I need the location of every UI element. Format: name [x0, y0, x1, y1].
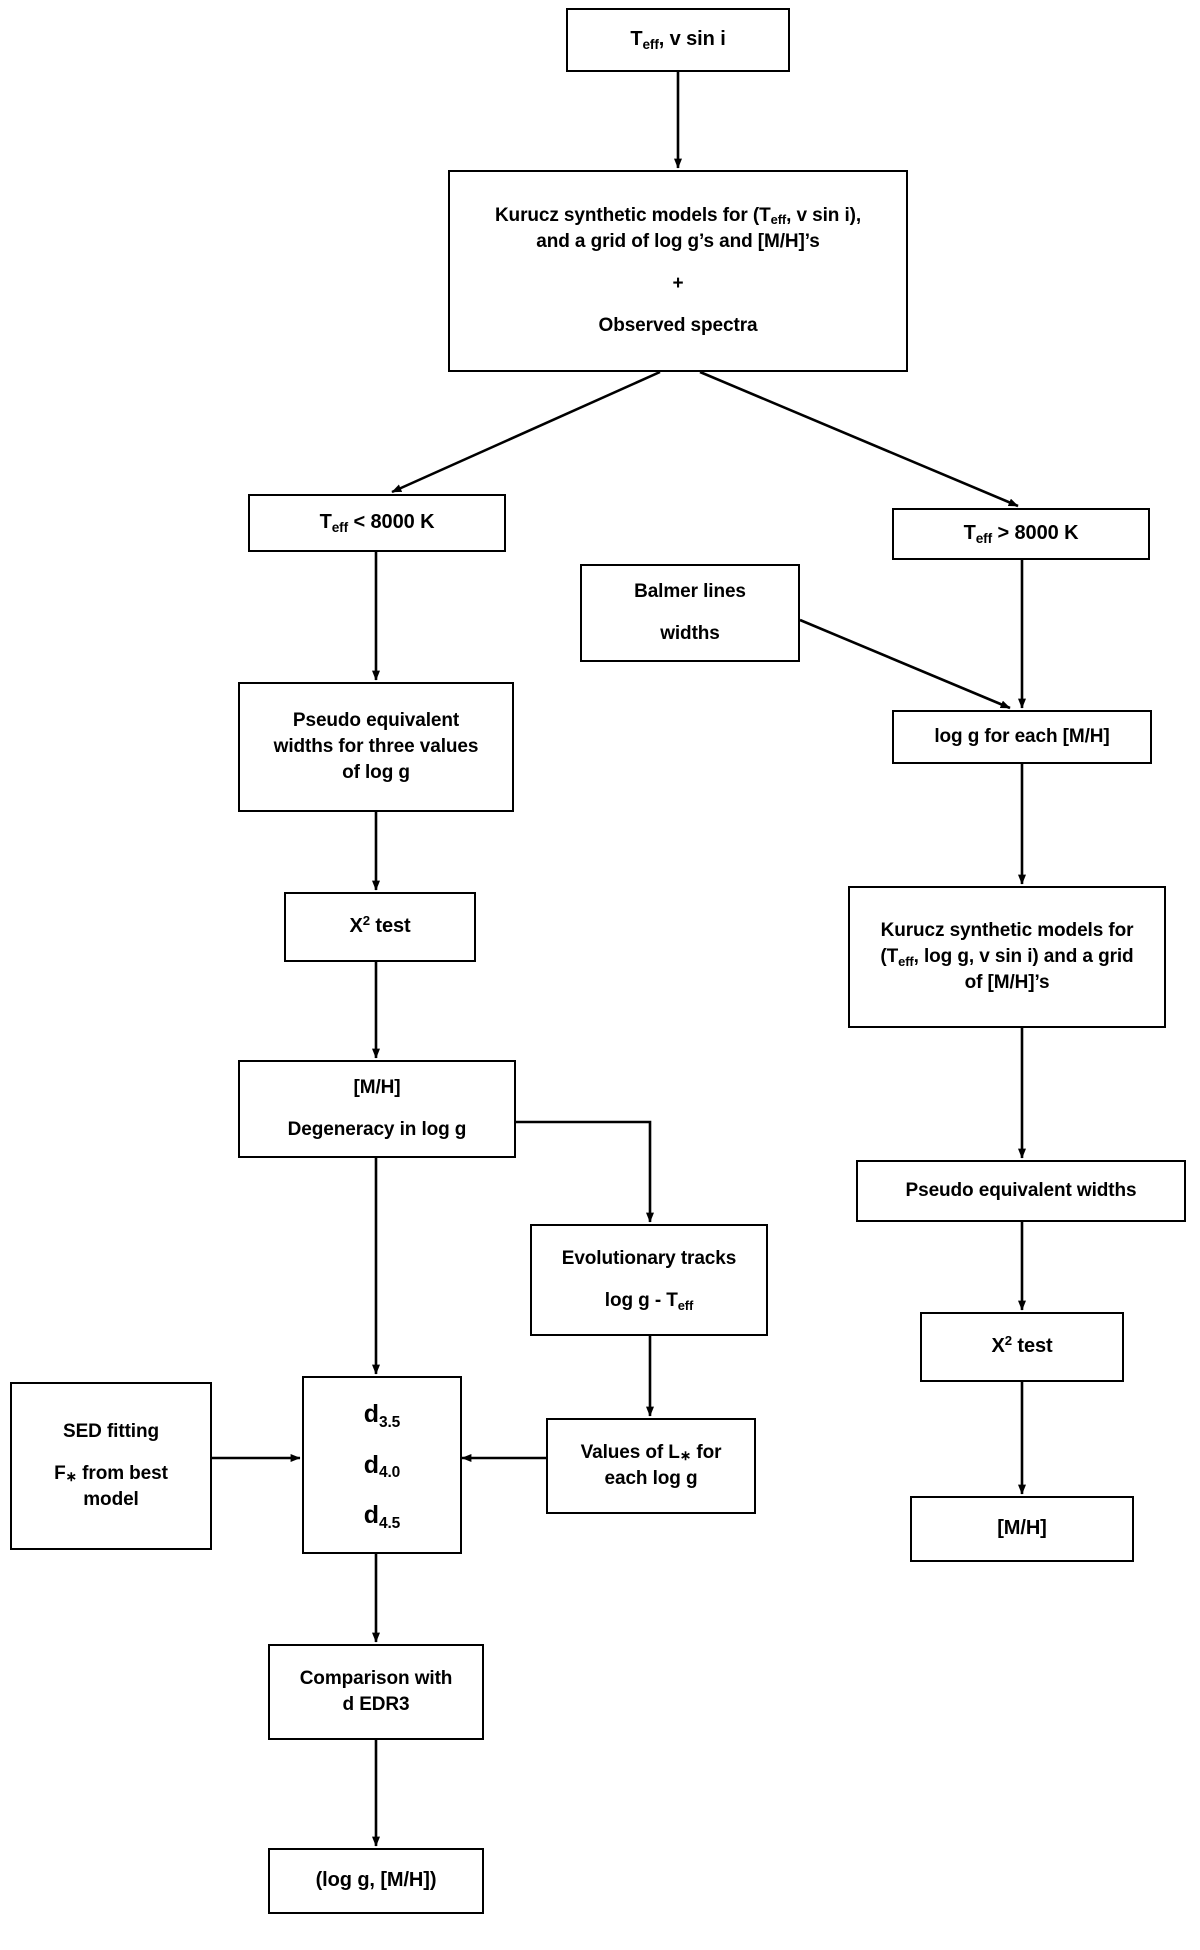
node-metallicity-result-right[interactable]: [M/H] — [910, 1496, 1134, 1562]
node-evolutionary-tracks[interactable]: Evolutionary tracks log g - Teff — [530, 1224, 768, 1336]
balmer-line-1: Balmer lines — [634, 580, 746, 602]
sed-line-3: model — [83, 1489, 139, 1511]
node-luminosity-values-each-logg[interactable]: Values of L∗ for each log g — [546, 1418, 756, 1514]
teff-lt-text: Teff < 8000 K — [319, 511, 435, 535]
evol-tracks-line-2: log g - Teff — [604, 1290, 694, 1313]
distance-value-3: d4.5 — [363, 1501, 401, 1532]
kurucz-right-line-2: (Teff, log g, v sin i) and a grid — [880, 945, 1134, 969]
models-observed-spectra: Observed spectra — [598, 315, 758, 337]
node-teff-greater-than-8000[interactable]: Teff > 8000 K — [892, 508, 1150, 560]
edge-balmer-to-logg — [799, 618, 1011, 710]
pew3-line-2: widths for three values — [273, 735, 479, 757]
edge-models-to-teff-lt — [391, 370, 661, 494]
node-sed-fitting[interactable]: SED fitting F∗ from best model — [10, 1382, 212, 1550]
node-final-result-logg-metallicity[interactable]: (log g, [M/H]) — [268, 1848, 484, 1914]
kurucz-right-line-3: of [M/H]’s — [964, 972, 1050, 994]
edge-mhdeg-to-evoltracks — [516, 1120, 654, 1223]
chi2-right-text: X2 test — [991, 1333, 1053, 1358]
models-plus-sign: + — [672, 273, 684, 294]
logg-each-text: log g for each [M/H] — [934, 725, 1110, 747]
models-line-2: and a grid of log g’s and [M/H]’s — [536, 230, 820, 252]
comparison-line-1: Comparison with — [299, 1667, 453, 1689]
distance-value-2: d4.0 — [363, 1450, 401, 1482]
mh-right-text: [M/H] — [997, 1517, 1047, 1540]
evol-tracks-line-1: Evolutionary tracks — [561, 1247, 737, 1269]
models-line-1: Kurucz synthetic models for (Teff, v sin… — [494, 204, 862, 228]
lum-values-line-1: Values of L∗ for — [580, 1441, 722, 1463]
pew3-line-1: Pseudo equivalent — [292, 709, 460, 731]
kurucz-right-line-1: Kurucz synthetic models for — [880, 919, 1134, 941]
edge-models-to-teff-gt — [699, 370, 1019, 508]
node-kurucz-models-and-observed-spectra[interactable]: Kurucz synthetic models for (Teff, v sin… — [448, 170, 908, 372]
pew3-line-3: of log g — [342, 762, 410, 784]
node-pseudo-equivalent-widths-three-logg[interactable]: Pseudo equivalent widths for three value… — [238, 682, 514, 812]
node-chi-squared-test-left[interactable]: X2 test — [284, 892, 476, 962]
lum-values-line-2: each log g — [604, 1468, 698, 1489]
sed-line-1: SED fitting — [63, 1420, 159, 1442]
sed-line-2: F∗ from best — [54, 1462, 168, 1484]
comparison-line-2: d EDR3 — [342, 1694, 410, 1715]
final-result-text: (log g, [M/H]) — [315, 1869, 437, 1892]
teff-gt-text: Teff > 8000 K — [963, 522, 1079, 546]
input-parameters-text: Teff, v sin i — [630, 28, 726, 52]
node-teff-less-than-8000[interactable]: Teff < 8000 K — [248, 494, 506, 552]
balmer-line-2: widths — [660, 623, 720, 644]
node-comparison-with-gaia-edr3[interactable]: Comparison with d EDR3 — [268, 1644, 484, 1740]
node-distance-estimates[interactable]: d3.5 d4.0 d4.5 — [302, 1376, 462, 1554]
mh-degeneracy-line-1: [M/H] — [353, 1076, 401, 1098]
node-balmer-lines-widths[interactable]: Balmer lines widths — [580, 564, 800, 662]
mh-degeneracy-line-2: Degeneracy in log g — [287, 1119, 467, 1140]
node-chi-squared-test-right[interactable]: X2 test — [920, 1312, 1124, 1382]
node-input-parameters[interactable]: Teff, v sin i — [566, 8, 790, 72]
distance-value-1: d3.5 — [363, 1400, 401, 1431]
node-pseudo-equivalent-widths-right[interactable]: Pseudo equivalent widths — [856, 1160, 1186, 1222]
star-glyph: ∗ — [65, 1468, 77, 1484]
node-logg-for-each-metallicity[interactable]: log g for each [M/H] — [892, 710, 1152, 764]
node-metallicity-and-logg-degeneracy[interactable]: [M/H] Degeneracy in log g — [238, 1060, 516, 1158]
node-kurucz-models-grid-metallicity[interactable]: Kurucz synthetic models for (Teff, log g… — [848, 886, 1166, 1028]
star-glyph: ∗ — [679, 1447, 692, 1463]
pew-right-text: Pseudo equivalent widths — [905, 1179, 1137, 1201]
chi2-left-text: X2 test — [349, 913, 411, 938]
